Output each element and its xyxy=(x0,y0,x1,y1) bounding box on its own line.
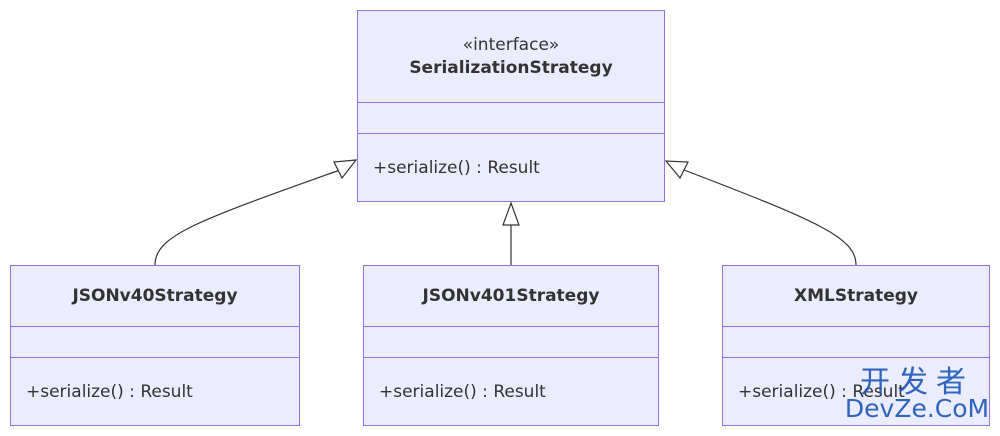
class-jsonv401-strategy[interactable]: JSONv401Strategy +serialize() : Result xyxy=(363,265,659,426)
attributes-section xyxy=(11,327,299,358)
arrowhead-json40 xyxy=(333,159,358,180)
methods-section: +serialize() : Result xyxy=(358,134,664,201)
class-header: JSONv401Strategy xyxy=(364,266,658,327)
edge-xml-to-interface xyxy=(683,169,857,266)
method-serialize: +serialize() : Result xyxy=(738,381,905,402)
methods-section: +serialize() : Result xyxy=(364,358,658,425)
edge-json40-to-interface xyxy=(154,169,341,266)
class-name: JSONv40Strategy xyxy=(72,286,238,306)
class-name: XMLStrategy xyxy=(794,286,918,306)
watermark-chinese: 开发者 xyxy=(860,365,974,400)
class-name: SerializationStrategy xyxy=(409,57,613,78)
class-serialization-strategy[interactable]: «interface» SerializationStrategy +seria… xyxy=(357,10,665,202)
watermark-logo: 开发者 DevZe.CoM xyxy=(842,365,992,423)
class-jsonv40-strategy[interactable]: JSONv40Strategy +serialize() : Result xyxy=(10,265,300,426)
attributes-section xyxy=(723,327,989,358)
class-xml-strategy[interactable]: XMLStrategy +serialize() : Result xyxy=(722,265,990,426)
class-header: XMLStrategy xyxy=(723,266,989,327)
attributes-section xyxy=(358,103,664,134)
arrowhead-json401 xyxy=(502,201,520,226)
method-serialize: +serialize() : Result xyxy=(26,381,193,402)
arrowhead-xml xyxy=(664,160,689,180)
method-serialize: +serialize() : Result xyxy=(373,157,540,178)
watermark-domain: DevZe.CoM xyxy=(844,394,990,423)
methods-section: +serialize() : Result xyxy=(723,358,989,425)
methods-section: +serialize() : Result xyxy=(11,358,299,425)
stereotype-label: «interface» xyxy=(462,34,560,55)
attributes-section xyxy=(364,327,658,358)
class-header: «interface» SerializationStrategy xyxy=(358,11,664,103)
class-header: JSONv40Strategy xyxy=(11,266,299,327)
class-name: JSONv401Strategy xyxy=(422,286,600,306)
method-serialize: +serialize() : Result xyxy=(379,381,546,402)
